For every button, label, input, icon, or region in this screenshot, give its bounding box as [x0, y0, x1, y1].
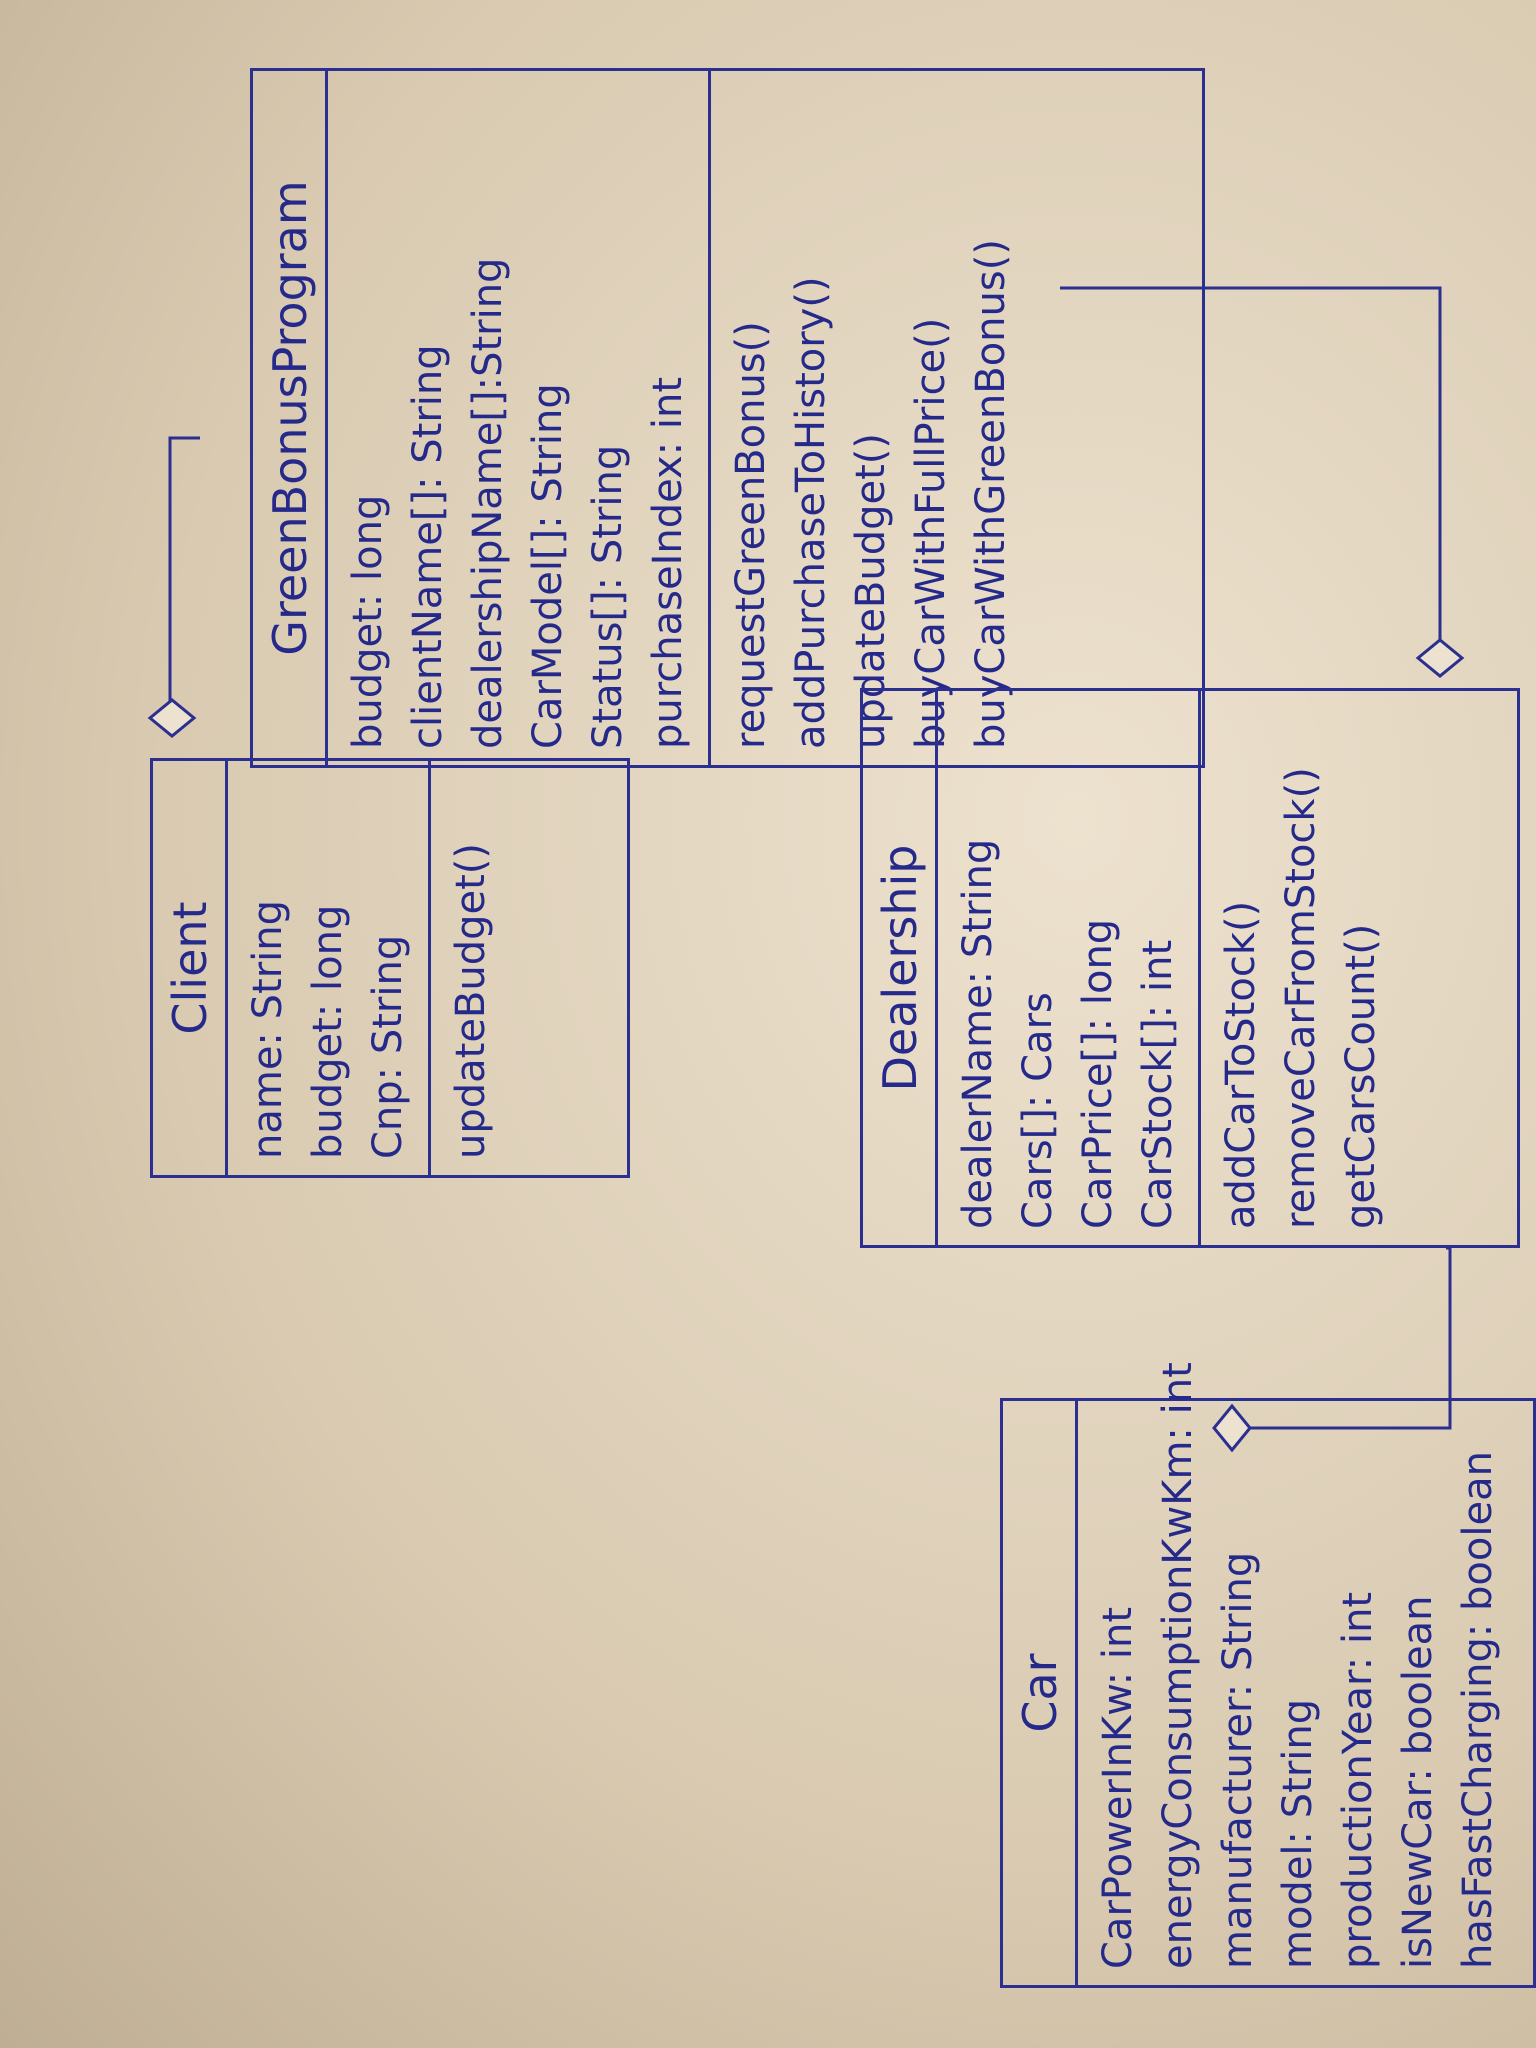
class-dealership: Dealership dealerName: String Cars[]: Ca… — [860, 688, 1520, 1248]
methods-client: updateBudget() — [431, 761, 511, 1175]
method: buyCarWithGreenBonus() — [968, 239, 1014, 749]
attribute: manufacturer: String — [1215, 1551, 1261, 1969]
class-car: Car CarPowerInKw: int energyConsumptionK… — [1000, 1362, 1536, 1988]
attribute: budget: long — [305, 904, 351, 1159]
attribute: purchaseIndex: int — [645, 376, 691, 749]
attributes-car: CarPowerInKw: int energyConsumptionKwKm:… — [1078, 1362, 1518, 1985]
method: removeCarFromStock() — [1278, 767, 1324, 1229]
attribute: energyConsumptionKwKm: int — [1155, 1362, 1201, 1969]
aggregation-diamond-car — [1212, 1403, 1252, 1453]
class-title-car: Car — [1003, 1401, 1078, 1985]
method: updateBudget() — [448, 842, 494, 1159]
method: updateBudget() — [848, 432, 894, 749]
attribute: Cnp: String — [365, 934, 411, 1159]
methods-green-bonus-program: requestGreenBonus() addPurchaseToHistory… — [711, 71, 1031, 765]
attribute: dealerName: String — [955, 838, 1001, 1229]
attribute: Cars[]: Cars — [1015, 992, 1061, 1229]
attribute: name: String — [245, 899, 291, 1159]
class-title-dealership: Dealership — [863, 691, 938, 1245]
attribute: hasFastCharging: boolean — [1455, 1451, 1501, 1969]
class-client: Client name: String budget: long Cnp: St… — [150, 758, 630, 1178]
connector-program-dealership — [1060, 286, 1442, 658]
methods-dealership: addCarToStock() removeCarFromStock() get… — [1201, 691, 1401, 1245]
aggregation-diamond-client — [147, 698, 197, 738]
attribute: Status[]: String — [585, 444, 631, 749]
method: addPurchaseToHistory() — [788, 276, 834, 749]
connector-dealership-car — [1250, 1246, 1452, 1430]
attribute: isNewCar: boolean — [1395, 1595, 1441, 1970]
method: buyCarWithFullPrice() — [908, 317, 954, 749]
attribute: model: String — [1275, 1698, 1321, 1969]
attribute: dealershipName[]:String — [465, 257, 511, 749]
attributes-client: name: String budget: long Cnp: String — [228, 761, 431, 1175]
attribute: productionYear: int — [1335, 1591, 1381, 1969]
attribute: clientName[]: String — [405, 344, 451, 749]
attribute: CarPrice[]: long — [1075, 918, 1121, 1229]
method: requestGreenBonus() — [728, 321, 774, 749]
method: getCarsCount() — [1338, 923, 1384, 1229]
attributes-dealership: dealerName: String Cars[]: Cars CarPrice… — [938, 691, 1201, 1245]
attributes-green-bonus-program: budget: long clientName[]: String dealer… — [328, 71, 711, 765]
aggregation-diamond-dealership — [1415, 638, 1465, 678]
method: addCarToStock() — [1218, 900, 1264, 1229]
attribute: CarModel[]: String — [525, 383, 571, 749]
class-title-green-bonus-program: GreenBonusProgram — [253, 71, 328, 765]
attribute: CarStock[]: int — [1135, 939, 1181, 1229]
class-green-bonus-program: GreenBonusProgram budget: long clientNam… — [250, 68, 1205, 768]
attribute: budget: long — [345, 494, 391, 749]
connector-program-client — [168, 436, 200, 718]
attribute: CarPowerInKw: int — [1095, 1606, 1141, 1969]
class-title-client: Client — [153, 761, 228, 1175]
